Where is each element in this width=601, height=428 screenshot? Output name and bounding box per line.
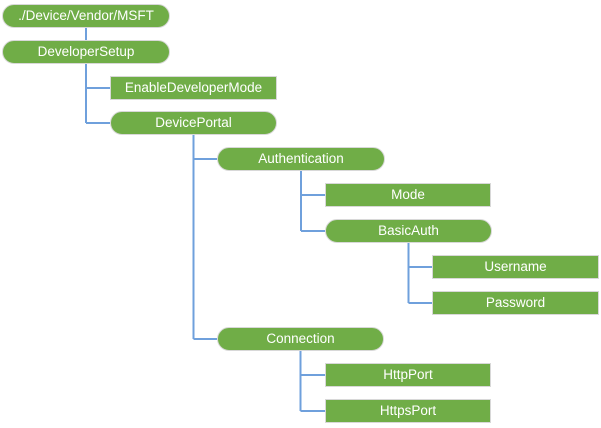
node-developersetup: DeveloperSetup xyxy=(2,40,170,64)
node-basicauth: BasicAuth xyxy=(325,219,492,243)
node-connection: Connection xyxy=(217,327,384,351)
node-mode: Mode xyxy=(325,183,491,207)
node-username: Username xyxy=(432,255,599,279)
node-device-vendor-msft: ./Device/Vendor/MSFT xyxy=(2,4,170,28)
node-httpsport: HttpsPort xyxy=(325,399,491,423)
node-password: Password xyxy=(432,291,599,315)
node-deviceportal: DevicePortal xyxy=(110,111,277,135)
node-enabledevelopermode: EnableDeveloperMode xyxy=(110,76,277,100)
node-httpport: HttpPort xyxy=(325,363,491,387)
node-authentication: Authentication xyxy=(217,147,385,171)
